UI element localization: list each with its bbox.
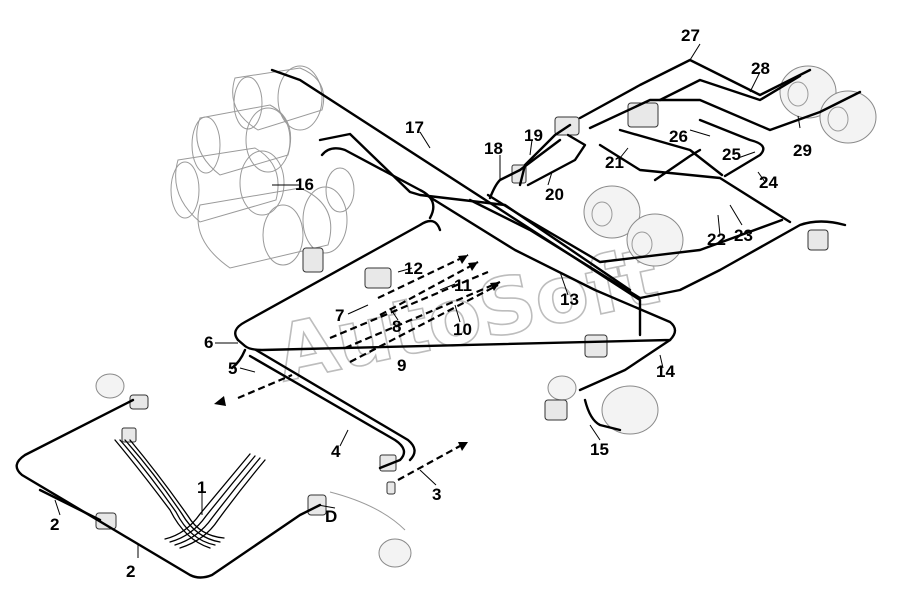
brake-chamber-rear-left-1 [583,185,641,239]
callout-28: 28 [751,59,770,78]
callout-12: 12 [404,259,423,278]
callout-labels: 1 2 2 3 4 5 6 7 8 9 10 11 12 13 14 15 16… [50,26,812,581]
callout-17: 17 [405,118,424,137]
callout-7: 7 [335,306,344,325]
air-tanks [170,65,355,269]
leader-lines [54,43,801,558]
air-tank-1 [232,65,325,131]
callout-2b: 2 [126,562,135,581]
callout-5: 5 [228,359,237,378]
callout-26: 26 [669,127,688,146]
callout-18: 18 [484,139,503,158]
callout-29: 29 [793,141,812,160]
air-tank-4 [197,167,355,269]
callout-15: 15 [590,440,609,459]
air-tank-2 [191,104,292,176]
callout-4: 4 [331,442,341,461]
watermark-text: AutoSoft [269,231,667,400]
hose-bundle [114,439,266,549]
callout-16: 16 [295,175,314,194]
callout-23: 23 [734,226,753,245]
callout-19: 19 [524,126,543,145]
outlet-arrows [214,254,501,481]
callout-13: 13 [560,290,579,309]
callout-9: 9 [397,356,406,375]
air-tank-3 [170,147,285,223]
brake-chamber-front-left [95,373,125,399]
brake-chamber-front-right [329,491,412,568]
callout-3: 3 [432,485,441,504]
valve-parts [95,102,829,530]
callout-14: 14 [656,362,675,381]
callout-d: D [325,507,337,526]
callout-6: 6 [204,333,213,352]
callout-22: 22 [707,230,726,249]
callout-27: 27 [681,26,700,45]
callout-2a: 2 [50,515,59,534]
callout-11: 11 [454,276,472,295]
callout-24: 24 [759,173,778,192]
callout-1: 1 [197,478,206,497]
callout-21: 21 [605,153,624,172]
callout-20: 20 [545,185,564,204]
callout-25: 25 [722,145,741,164]
callout-10: 10 [453,320,472,339]
callout-8: 8 [392,317,401,336]
brake-chamber-mid [547,375,659,435]
